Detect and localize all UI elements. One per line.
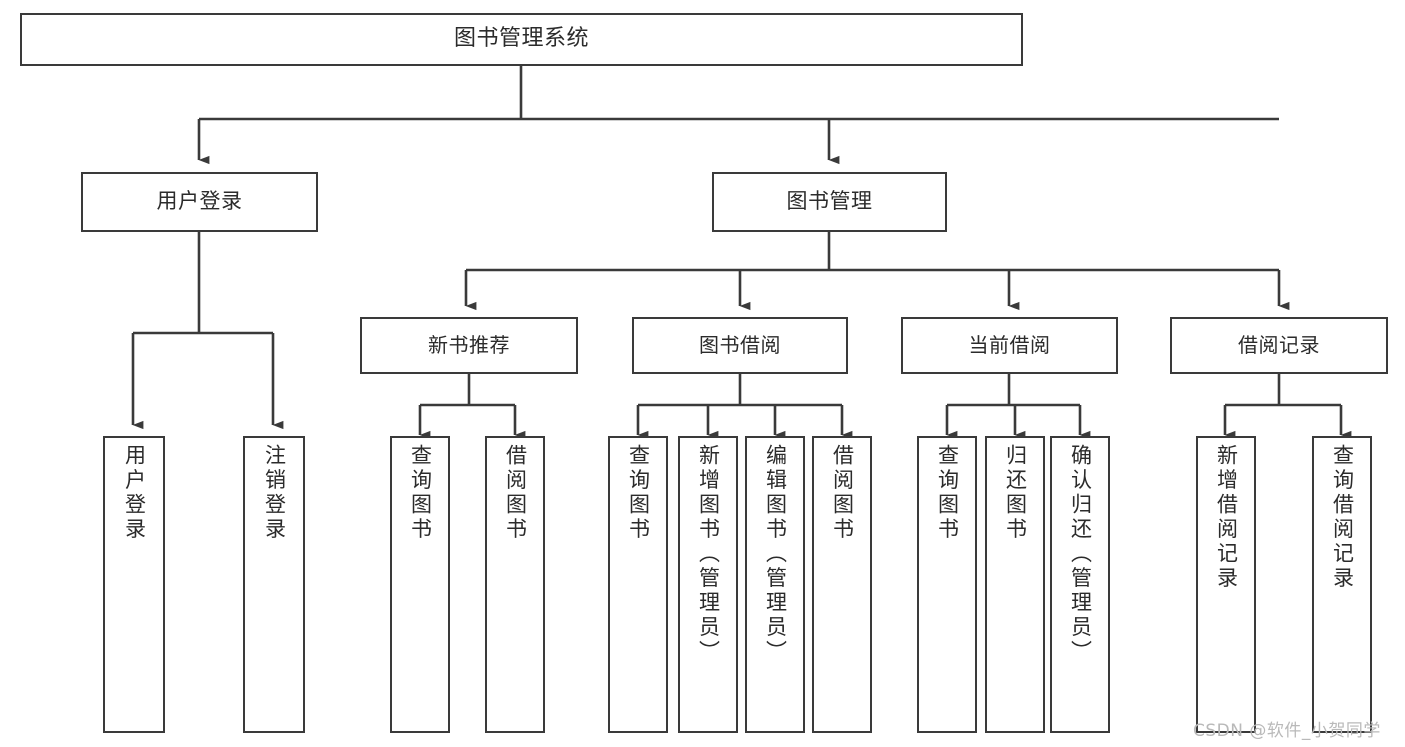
- node-label: 注销登录: [262, 444, 287, 542]
- node-label: 借阅图书: [503, 444, 528, 542]
- node-borrow-record[interactable]: 借阅记录: [1170, 317, 1388, 374]
- node-user-login[interactable]: 用户登录: [81, 172, 318, 232]
- leaf-book-borrow-borrow[interactable]: 借阅图书: [812, 436, 872, 733]
- node-label: 查询图书: [626, 444, 651, 542]
- node-label: 新书推荐: [428, 333, 510, 358]
- leaf-book-borrow-query[interactable]: 查询图书: [608, 436, 668, 733]
- node-label: 新增借阅记录: [1214, 444, 1239, 591]
- leaf-new-book-borrow[interactable]: 借阅图书: [485, 436, 545, 733]
- node-label: 查询借阅记录: [1330, 444, 1355, 591]
- leaf-current-borrow-confirm-return[interactable]: 确认归还（管理员）: [1050, 436, 1110, 733]
- leaf-current-borrow-return[interactable]: 归还图书: [985, 436, 1045, 733]
- node-root-system[interactable]: 图书管理系统: [20, 13, 1023, 66]
- node-label: 借阅记录: [1238, 333, 1320, 358]
- node-new-book-recommend[interactable]: 新书推荐: [360, 317, 578, 374]
- node-label: 借阅图书: [830, 444, 855, 542]
- node-label: 确认归还（管理员）: [1068, 444, 1093, 665]
- node-label: 新增图书（管理员）: [696, 444, 721, 665]
- node-label: 图书管理系统: [453, 26, 589, 52]
- node-current-borrow[interactable]: 当前借阅: [901, 317, 1118, 374]
- node-label: 归还图书: [1003, 444, 1028, 542]
- csdn-watermark: CSDN @软件_小贺同学: [1193, 721, 1381, 741]
- node-label: 查询图书: [935, 444, 960, 542]
- leaf-user-login-logout[interactable]: 注销登录: [243, 436, 305, 733]
- node-label: 查询图书: [408, 444, 433, 542]
- leaf-borrow-record-query[interactable]: 查询借阅记录: [1312, 436, 1372, 733]
- node-label: 图书管理: [786, 189, 873, 214]
- leaf-book-borrow-edit[interactable]: 编辑图书（管理员）: [745, 436, 805, 733]
- leaf-current-borrow-query[interactable]: 查询图书: [917, 436, 977, 733]
- node-book-borrow[interactable]: 图书借阅: [632, 317, 848, 374]
- node-label: 编辑图书（管理员）: [763, 444, 788, 665]
- leaf-borrow-record-add[interactable]: 新增借阅记录: [1196, 436, 1256, 733]
- leaf-book-borrow-add[interactable]: 新增图书（管理员）: [678, 436, 738, 733]
- leaf-user-login-login[interactable]: 用户登录: [103, 436, 165, 733]
- leaf-new-book-query[interactable]: 查询图书: [390, 436, 450, 733]
- node-label: 当前借阅: [968, 333, 1051, 358]
- node-label: 图书借阅: [699, 333, 781, 358]
- node-label: 用户登录: [122, 444, 147, 542]
- node-label: 用户登录: [156, 189, 243, 214]
- node-book-management[interactable]: 图书管理: [712, 172, 947, 232]
